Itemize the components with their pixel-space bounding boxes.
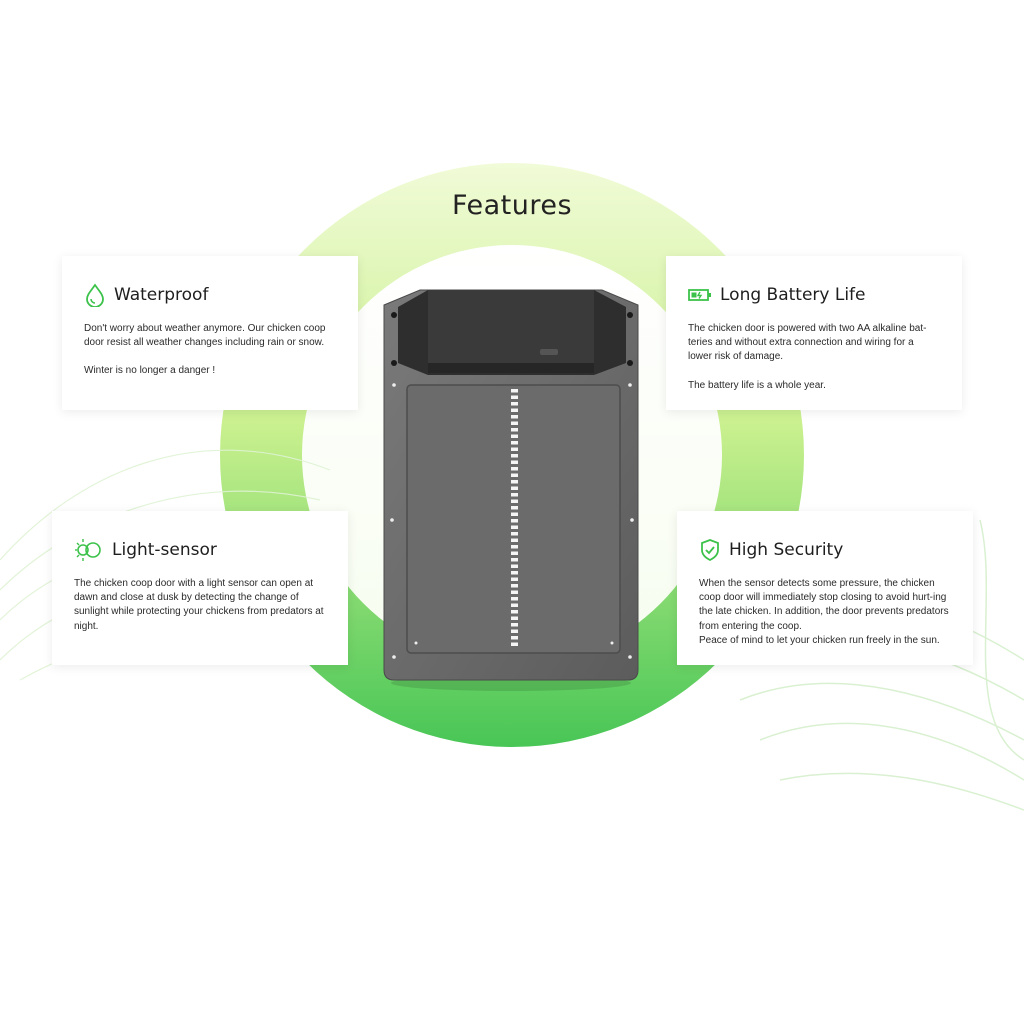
door-light-dash <box>511 493 518 497</box>
door-light-dash <box>511 519 518 523</box>
card-title: High Security <box>729 540 844 560</box>
door-light-dash <box>511 480 518 484</box>
door-light-dash <box>511 512 518 516</box>
shield-check-icon <box>701 539 719 562</box>
card-text: Winter is no longer a danger ! <box>84 365 216 377</box>
door-light-dash <box>511 428 518 432</box>
door-light-dash <box>511 460 518 464</box>
door-light-dash <box>511 642 518 646</box>
card-text: The chicken door is powered with two AA … <box>688 323 927 363</box>
card-text: The chicken coop door with a light senso… <box>74 578 324 632</box>
door-light-dash <box>511 610 518 614</box>
card-title: Light-sensor <box>112 540 217 560</box>
door-light-dash <box>511 454 518 458</box>
door-light-dash <box>511 506 518 510</box>
chicken-coop-door-image <box>383 289 639 691</box>
feature-card-security: High Security When the sensor detects so… <box>677 511 973 665</box>
card-title: Long Battery Life <box>720 285 866 305</box>
light-sensor-icon <box>75 539 101 561</box>
door-light-dash <box>511 571 518 575</box>
door-light-dash <box>511 597 518 601</box>
door-light-dash <box>511 389 518 393</box>
door-light-dash <box>511 473 518 477</box>
door-light-dash <box>511 558 518 562</box>
door-light-dash <box>511 629 518 633</box>
card-text: When the sensor detects some pressure, t… <box>699 578 949 646</box>
card-text: Don't worry about weather anymore. Our c… <box>84 323 326 349</box>
door-light-dash <box>511 577 518 581</box>
door-light-dash <box>511 584 518 588</box>
door-light-dash <box>511 467 518 471</box>
door-light-dash <box>511 636 518 640</box>
water-drop-icon <box>86 283 104 307</box>
door-light-dash <box>511 408 518 412</box>
door-light-dash <box>511 415 518 419</box>
door-light-dash <box>511 551 518 555</box>
door-light-dash <box>511 545 518 549</box>
door-light-dash <box>511 486 518 490</box>
door-light-dash <box>511 616 518 620</box>
door-light-dash <box>511 532 518 536</box>
door-light-dash <box>511 564 518 568</box>
feature-card-waterproof: Waterproof Don't worry about weather any… <box>62 256 358 410</box>
door-light-dash <box>511 525 518 529</box>
door-light-dash <box>511 402 518 406</box>
door-light-dash <box>511 590 518 594</box>
door-light-dash <box>511 447 518 451</box>
door-light-dash <box>511 603 518 607</box>
card-text: The battery life is a whole year. <box>688 379 826 391</box>
door-light-dash <box>511 421 518 425</box>
feature-card-battery: Long Battery Life The chicken door is po… <box>666 256 962 410</box>
card-title: Waterproof <box>114 285 209 305</box>
battery-icon <box>688 289 711 301</box>
feature-card-light-sensor: Light-sensor The chicken coop door with … <box>52 511 348 665</box>
door-light-dash <box>511 538 518 542</box>
page-title: Features <box>451 190 573 221</box>
door-light-dash <box>511 395 518 399</box>
door-light-dash <box>511 499 518 503</box>
door-light-dash <box>511 434 518 438</box>
door-light-dash <box>511 623 518 627</box>
door-light-dash <box>511 441 518 445</box>
